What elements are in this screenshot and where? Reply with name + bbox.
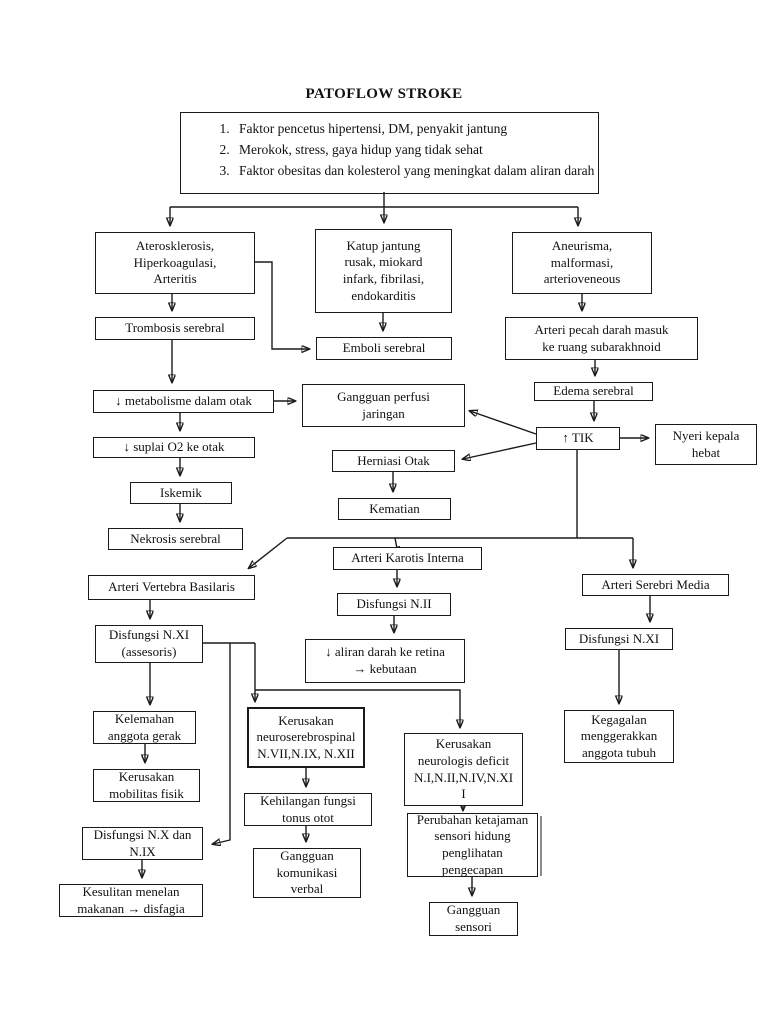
node-perubahan-ketajaman-sensori: Perubahan ketajaman sensori hidung pengl… bbox=[407, 812, 538, 877]
risk-factor-item: Merokok, stress, gaya hidup yang tidak s… bbox=[233, 141, 598, 159]
node-kerusakan-mobilitas: Kerusakan mobilitas fisik bbox=[93, 769, 200, 802]
node-arteri-vertebra-basilaris: Arteri Vertebra Basilaris bbox=[88, 575, 255, 600]
node-kegagalan-menggerakkan: Kegagalan menggerakkan anggota tubuh bbox=[564, 710, 674, 763]
node-arteri-pecah: Arteri pecah darah masuk ke ruang subara… bbox=[505, 317, 698, 360]
node-metabolisme-otak: ↓ metabolisme dalam otak bbox=[93, 390, 274, 413]
node-gangguan-perfusi: Gangguan perfusi jaringan bbox=[302, 384, 465, 427]
node-gangguan-sensori: Gangguan sensori bbox=[429, 902, 518, 936]
node-iskemik: Iskemik bbox=[130, 482, 232, 504]
risk-factor-item: Faktor obesitas dan kolesterol yang meni… bbox=[233, 162, 598, 180]
risk-factor-item: Faktor pencetus hipertensi, DM, penyakit… bbox=[233, 120, 598, 138]
node-nekrosis-serebral: Nekrosis serebral bbox=[108, 528, 243, 550]
node-kematian: Kematian bbox=[338, 498, 451, 520]
node-kesulitan-menelan: Kesulitan menelan makanan → disfagia bbox=[59, 884, 203, 917]
risk-factors-list: Faktor pencetus hipertensi, DM, penyakit… bbox=[181, 120, 598, 181]
node-disfungsi-nx-nix: Disfungsi N.X dan N.IX bbox=[82, 827, 203, 860]
node-tik: ↑ TIK bbox=[536, 427, 620, 450]
node-trombosis-serebral: Trombosis serebral bbox=[95, 317, 255, 340]
node-aliran-darah-retina: ↓ aliran darah ke retina → kebutaan bbox=[305, 639, 465, 683]
node-kerusakan-neurologis-deficit: Kerusakan neurologis deficit N.I,N.II,N.… bbox=[404, 733, 523, 806]
node-katup-jantung: Katup jantung rusak, miokard infark, fib… bbox=[315, 229, 452, 313]
node-arteri-karotis-interna: Arteri Karotis Interna bbox=[333, 547, 482, 570]
node-gangguan-komunikasi: Gangguan komunikasi verbal bbox=[253, 848, 361, 898]
node-kelemahan-anggota-gerak: Kelemahan anggota gerak bbox=[93, 711, 196, 744]
node-kehilangan-tonus-otot: Kehilangan fungsi tonus otot bbox=[244, 793, 372, 826]
node-nyeri-kepala: Nyeri kepala hebat bbox=[655, 424, 757, 465]
node-kerusakan-neuroserebrospinal: Kerusakan neuroserebrospinal N.VII,N.IX,… bbox=[247, 707, 365, 768]
node-suplai-o2: ↓ suplai O2 ke otak bbox=[93, 437, 255, 458]
node-herniasi-otak: Herniasi Otak bbox=[332, 450, 455, 472]
node-aneurisma: Aneurisma, malformasi, arterioveneous bbox=[512, 232, 652, 294]
risk-factors-box: Faktor pencetus hipertensi, DM, penyakit… bbox=[180, 112, 599, 194]
node-edema-serebral: Edema serebral bbox=[534, 382, 653, 401]
node-arteri-serebri-media: Arteri Serebri Media bbox=[582, 574, 729, 596]
node-disfungsi-n11-assesoris: Disfungsi N.XI (assesoris) bbox=[95, 625, 203, 663]
node-disfungsi-n2: Disfungsi N.II bbox=[337, 593, 451, 616]
page-title: PATOFLOW STROKE bbox=[305, 86, 463, 102]
node-aterosklerosis: Aterosklerosis, Hiperkoagulasi, Arteriti… bbox=[95, 232, 255, 294]
node-emboli-serebral: Emboli serebral bbox=[316, 337, 452, 360]
node-disfungsi-n11: Disfungsi N.XI bbox=[565, 628, 673, 650]
